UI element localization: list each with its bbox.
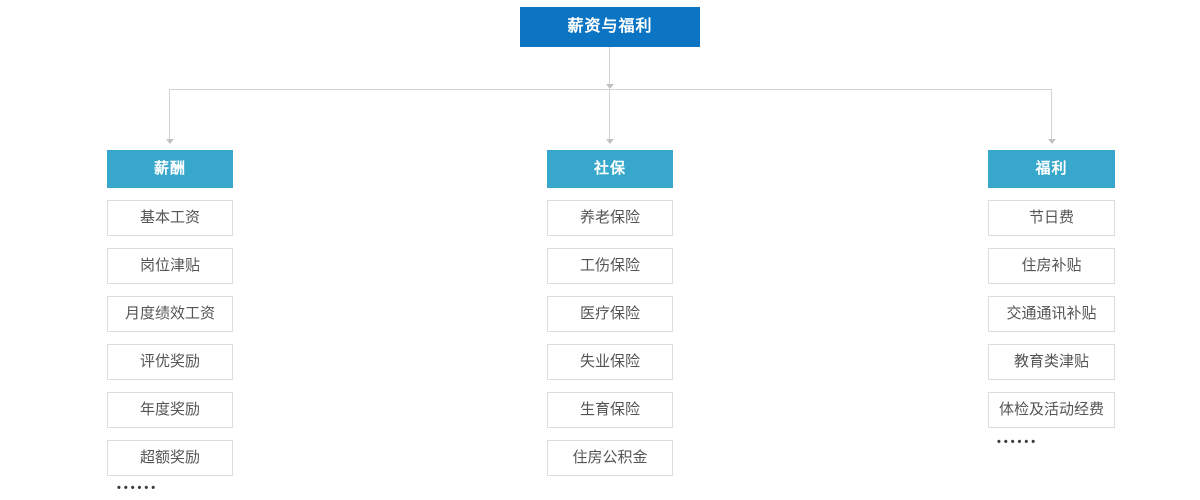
- leaf-node: 住房补贴: [988, 248, 1115, 284]
- arrow-down-icon: [166, 139, 174, 144]
- leaf-node: 岗位津贴: [107, 248, 233, 284]
- connector-vertical-root: [609, 47, 610, 84]
- connector-vertical-right: [1051, 90, 1052, 139]
- connector-vertical-left: [169, 90, 170, 139]
- branch-header-compensation: 薪酬: [107, 150, 233, 188]
- root-node: 薪资与福利: [520, 7, 700, 47]
- connector-horizontal: [169, 89, 1052, 90]
- leaf-node: 教育类津贴: [988, 344, 1115, 380]
- ellipsis-dots: ••••••: [117, 482, 159, 494]
- leaf-node: 评优奖励: [107, 344, 233, 380]
- leaf-node: 月度绩效工资: [107, 296, 233, 332]
- leaf-node: 节日费: [988, 200, 1115, 236]
- leaf-node: 基本工资: [107, 200, 233, 236]
- connector-vertical-middle: [609, 90, 610, 139]
- leaf-node: 医疗保险: [547, 296, 673, 332]
- leaf-node: 养老保险: [547, 200, 673, 236]
- leaf-node: 住房公积金: [547, 440, 673, 476]
- branch-header-welfare: 福利: [988, 150, 1115, 188]
- leaf-node: 工伤保险: [547, 248, 673, 284]
- arrow-down-icon: [606, 139, 614, 144]
- leaf-node: 失业保险: [547, 344, 673, 380]
- arrow-down-icon: [606, 84, 614, 89]
- leaf-node: 交通通讯补贴: [988, 296, 1115, 332]
- leaf-node: 超额奖励: [107, 440, 233, 476]
- leaf-node: 年度奖励: [107, 392, 233, 428]
- arrow-down-icon: [1048, 139, 1056, 144]
- ellipsis-dots: ••••••: [997, 436, 1039, 448]
- leaf-node: 生育保险: [547, 392, 673, 428]
- leaf-node: 体检及活动经费: [988, 392, 1115, 428]
- branch-header-social-insurance: 社保: [547, 150, 673, 188]
